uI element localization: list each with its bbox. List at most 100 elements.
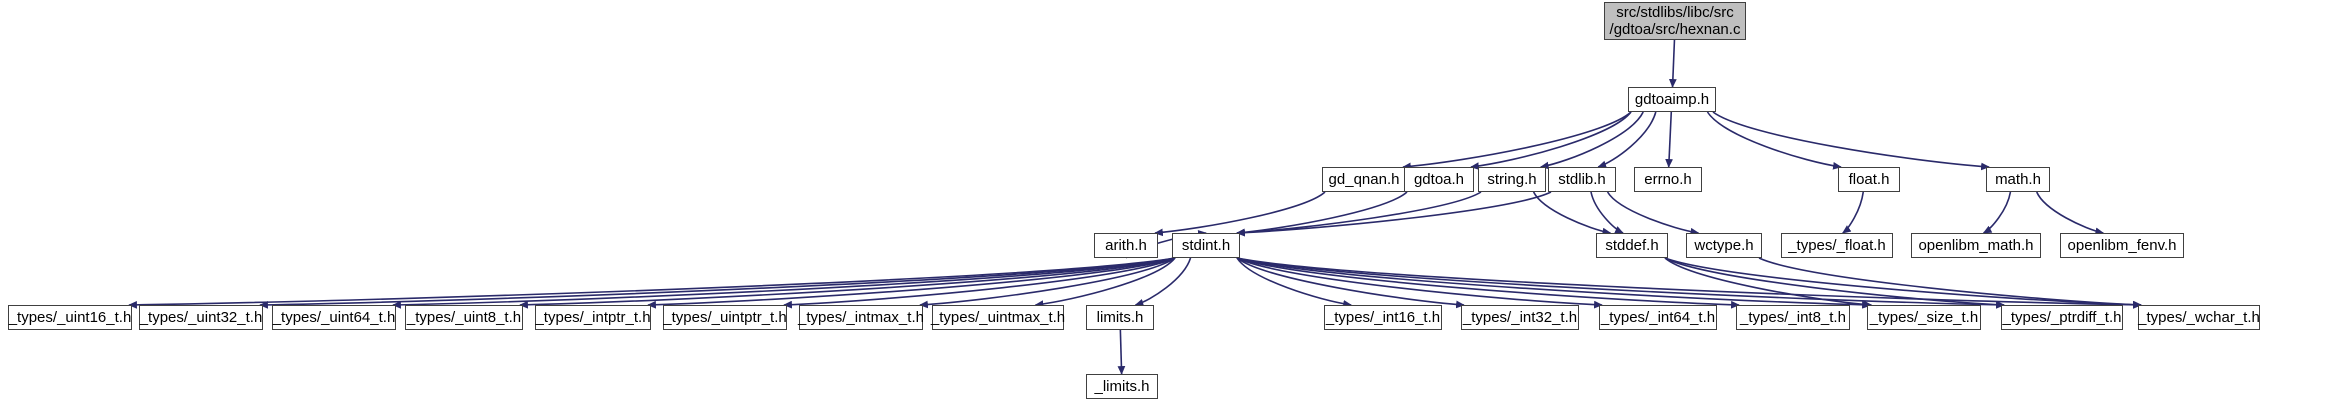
graph-node-float[interactable]: float.h (1838, 167, 1900, 192)
graph-edge-gdtoa-to-stdint (1236, 191, 1408, 237)
graph-edge-stddef-to-t_ptrdiff (1664, 257, 2005, 309)
graph-node-t_uintptr[interactable]: _types/_uintptr_t.h (663, 305, 787, 330)
graph-node-label: stdint.h (1181, 237, 1231, 254)
graph-node-label: errno.h (1644, 171, 1692, 188)
graph-node-label: openlibm_math.h (1918, 237, 2034, 254)
graph-node-t_int16[interactable]: _types/_int16_t.h (1324, 305, 1442, 330)
graph-node-t_intmax[interactable]: _types/_intmax_t.h (798, 305, 924, 330)
graph-node-limits[interactable]: limits.h (1086, 305, 1154, 330)
graph-node-label: _types/_uint8_t.h (406, 309, 522, 326)
graph-node-label: _types/_size_t.h (1869, 309, 1979, 326)
graph-node-label: gd_qnan.h (1328, 171, 1400, 188)
graph-edge-root-to-gdtoaimp (1668, 39, 1677, 88)
graph-edge-wctype-to-t_wchar (1758, 257, 2142, 309)
graph-node-t_uint16[interactable]: _types/_uint16_t.h (8, 305, 132, 330)
graph-node-string[interactable]: string.h (1478, 167, 1546, 192)
graph-edge-stdint-to-t_uintptr (783, 257, 1176, 309)
graph-edge-stdint-to-t_intptr (647, 257, 1176, 309)
graph-edge-stdint-to-t_int16 (1236, 257, 1353, 308)
graph-node-label: gdtoaimp.h (1634, 91, 1710, 108)
graph-node-label: stdlib.h (1558, 171, 1606, 188)
graph-node-stdint[interactable]: stdint.h (1172, 233, 1240, 258)
graph-edge-math-to-openlibm_math (1982, 191, 2012, 234)
graph-edge-stdint-to-t_uint8 (519, 257, 1176, 309)
graph-node-label: float.h (1848, 171, 1890, 188)
graph-node-label: _types/_float.h (1788, 237, 1886, 254)
graph-node-label: _types/_int16_t.h (1325, 309, 1441, 326)
graph-edge-stdint-to-t_wchar (1236, 257, 2142, 309)
graph-node-label: limits.h (1096, 309, 1144, 326)
graph-node-arith[interactable]: arith.h (1094, 233, 1158, 258)
graph-node-t_uint8[interactable]: _types/_uint8_t.h (405, 305, 523, 330)
graph-edge-stdint-to-t_ptrdiff (1236, 257, 2005, 309)
graph-edge-string-to-stdint (1236, 191, 1482, 237)
graph-node-label: wctype.h (1694, 237, 1754, 254)
graph-node-label: _types/_int8_t.h (1740, 309, 1846, 326)
graph-node-t_intptr[interactable]: _types/_intptr_t.h (535, 305, 651, 330)
graph-edge-stdint-to-t_uintmax (1034, 257, 1176, 308)
graph-node-label: _types/_int32_t.h (1462, 309, 1578, 326)
graph-node-label: openlibm_fenv.h (2067, 237, 2177, 254)
graph-edge-math-to-openlibm_fenv (2035, 191, 2105, 236)
graph-node-errno[interactable]: errno.h (1634, 167, 1702, 192)
graph-edge-stdlib-to-stdint (1236, 191, 1552, 237)
graph-node-_limits[interactable]: _limits.h (1086, 374, 1158, 399)
graph-node-label: _types/_uintmax_t.h (930, 309, 1066, 326)
graph-node-label: arith.h (1105, 237, 1147, 254)
graph-edge-stddef-to-t_size (1664, 257, 1873, 309)
graph-node-t_uint64[interactable]: _types/_uint64_t.h (272, 305, 396, 330)
graph-node-label: _types/_uintptr_t.h (663, 309, 787, 326)
graph-edge-gdtoaimp-to-float (1706, 111, 1842, 170)
graph-edge-gdtoaimp-to-gdtoa (1470, 111, 1632, 170)
graph-node-stdlib[interactable]: stdlib.h (1548, 167, 1616, 192)
graph-edge-gdtoaimp-to-gd_qnan (1402, 111, 1632, 171)
graph-node-openlibm_fenv[interactable]: openlibm_fenv.h (2060, 233, 2184, 258)
graph-node-root: src/stdlibs/libc/src /gdtoa/src/hexnan.c (1604, 2, 1746, 40)
graph-node-label: _limits.h (1094, 378, 1150, 395)
graph-edge-stdint-to-t_uint64 (392, 257, 1176, 309)
graph-node-t_wchar[interactable]: _types/_wchar_t.h (2138, 305, 2260, 330)
graph-edge-stdint-to-t_intmax (919, 257, 1176, 309)
graph-edge-gdtoaimp-to-math (1712, 111, 1990, 171)
graph-edge-stdint-to-t_int64 (1236, 257, 1603, 309)
graph-node-label: string.h (1487, 171, 1537, 188)
graph-edge-gdtoaimp-to-string (1539, 111, 1644, 170)
graph-node-t_uintmax[interactable]: _types/_uintmax_t.h (930, 305, 1066, 330)
graph-node-math[interactable]: math.h (1986, 167, 2050, 192)
graph-node-t_int32[interactable]: _types/_int32_t.h (1461, 305, 1579, 330)
graph-edge-string-to-stddef (1532, 191, 1612, 236)
graph-node-gd_qnan[interactable]: gd_qnan.h (1322, 167, 1406, 192)
graph-node-t_size[interactable]: _types/_size_t.h (1867, 305, 1981, 330)
graph-edge-stdint-to-t_size (1236, 257, 1871, 309)
graph-node-label: _types/_intmax_t.h (798, 309, 924, 326)
graph-edge-limits-to-_limits (1117, 329, 1126, 375)
graph-node-openlibm_math[interactable]: openlibm_math.h (1911, 233, 2041, 258)
graph-node-stddef[interactable]: stddef.h (1596, 233, 1668, 258)
graph-node-label: _types/_ptrdiff_t.h (2002, 309, 2122, 326)
graph-node-label: _types/_wchar_t.h (2138, 309, 2260, 326)
graph-node-label: src/stdlibs/libc/src /gdtoa/src/hexnan.c (1609, 4, 1741, 38)
graph-node-label: math.h (1995, 171, 2041, 188)
graph-node-wctype[interactable]: wctype.h (1686, 233, 1762, 258)
graph-edge-gd_qnan-to-arith (1154, 191, 1326, 237)
graph-edge-gdtoaimp-to-errno (1665, 111, 1673, 168)
graph-node-t_uint32[interactable]: _types/_uint32_t.h (139, 305, 263, 330)
graph-edge-stdint-to-t_int32 (1236, 257, 1465, 309)
graph-node-label: stddef.h (1605, 237, 1659, 254)
graph-node-gdtoaimp[interactable]: gdtoaimp.h (1628, 87, 1716, 112)
graph-node-t_int8[interactable]: _types/_int8_t.h (1736, 305, 1850, 330)
graph-edge-stdint-to-t_int8 (1236, 257, 1740, 309)
graph-node-t_ptrdiff[interactable]: _types/_ptrdiff_t.h (2001, 305, 2123, 330)
graph-edge-stdint-to-t_uint16 (128, 257, 1176, 309)
graph-edge-stdint-to-t_uint32 (259, 257, 1176, 309)
graph-node-label: _types/_uint16_t.h (8, 309, 132, 326)
graph-edge-stdlib-to-stddef (1590, 191, 1624, 234)
graph-node-gdtoa[interactable]: gdtoa.h (1404, 167, 1474, 192)
graph-node-label: _types/_int64_t.h (1600, 309, 1716, 326)
graph-node-t_int64[interactable]: _types/_int64_t.h (1599, 305, 1717, 330)
graph-edge-stddef-to-t_wchar (1664, 257, 2142, 309)
graph-node-label: _types/_uint64_t.h (272, 309, 396, 326)
graph-node-t_float[interactable]: _types/_float.h (1781, 233, 1893, 258)
